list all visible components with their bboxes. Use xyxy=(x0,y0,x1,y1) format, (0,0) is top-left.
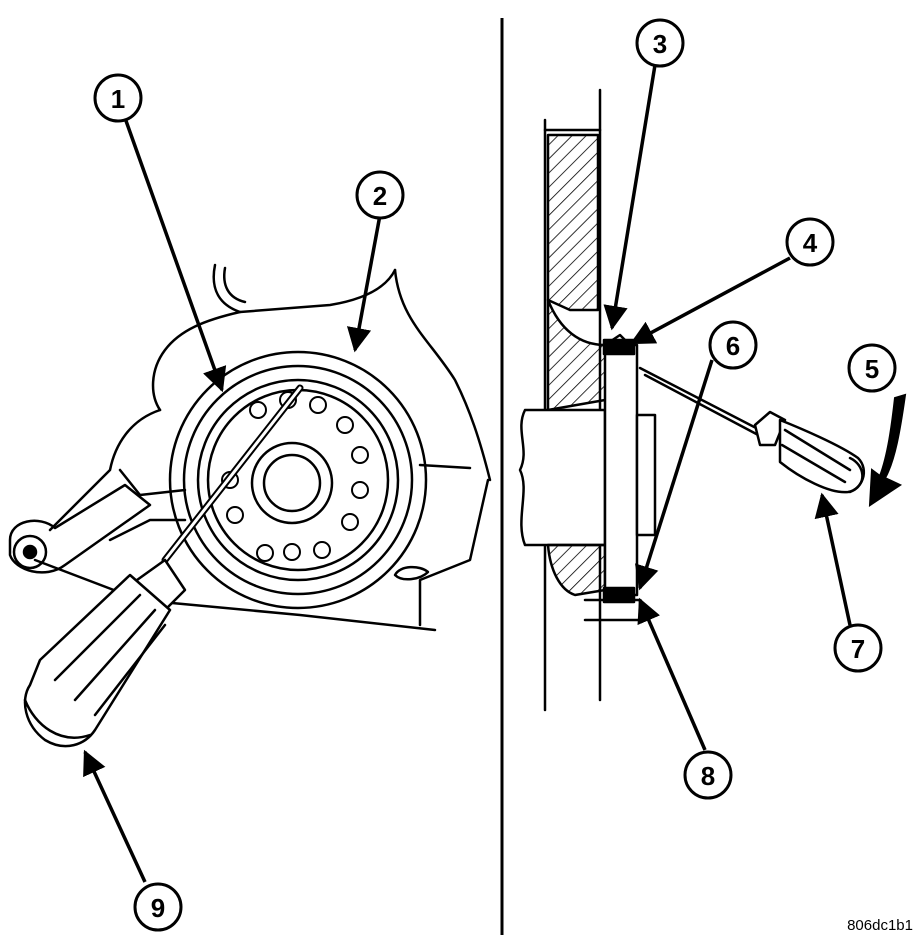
callout-6-label: 6 xyxy=(726,331,740,361)
callout-3-label: 3 xyxy=(653,29,667,59)
callout-6: 6 xyxy=(708,320,758,370)
screwdriver-left xyxy=(23,384,304,748)
bolt-holes xyxy=(221,391,369,562)
engine-front-view xyxy=(33,263,492,632)
callout-8-label: 8 xyxy=(701,761,715,791)
figure-code: 806dc1b1 xyxy=(847,917,913,934)
callout-1-label: 1 xyxy=(111,84,125,114)
seal-cross-section xyxy=(518,88,657,712)
callout-7-label: 7 xyxy=(851,634,865,664)
leader-lines xyxy=(83,64,852,883)
callout-7: 7 xyxy=(833,623,883,673)
callout-2-label: 2 xyxy=(373,181,387,211)
callout-5: 5 xyxy=(847,343,897,393)
callout-4: 4 xyxy=(785,217,835,267)
callout-3: 3 xyxy=(635,18,685,68)
force-arrow xyxy=(868,393,907,507)
pivot-bracket xyxy=(8,483,152,574)
callout-2: 2 xyxy=(355,170,405,220)
callout-4-label: 4 xyxy=(803,228,818,258)
callout-8: 8 xyxy=(683,750,733,800)
callout-9: 9 xyxy=(133,882,183,932)
callout-9-label: 9 xyxy=(151,893,165,923)
callout-5-label: 5 xyxy=(865,354,879,384)
callout-1: 1 xyxy=(93,73,143,123)
screwdriver-right xyxy=(638,366,866,494)
